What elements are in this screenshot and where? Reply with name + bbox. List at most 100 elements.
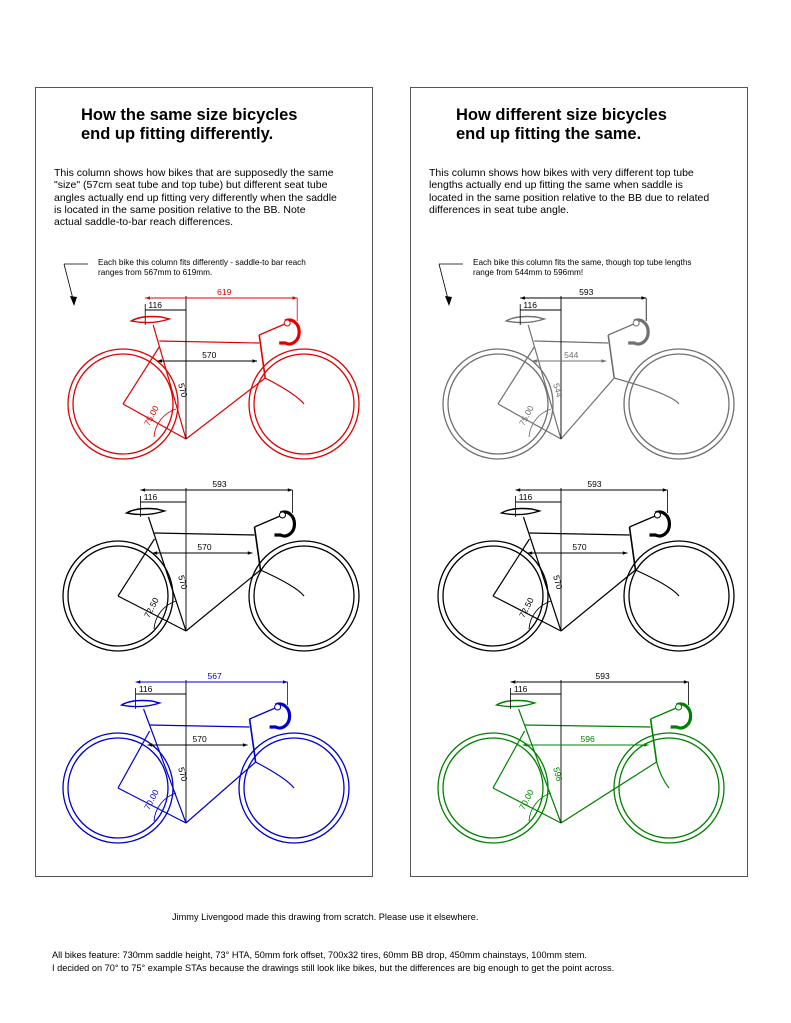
top-tube-dimension-line-arrowhead-1 bbox=[147, 743, 153, 747]
head-tube bbox=[258, 334, 266, 379]
seat-tube bbox=[522, 516, 562, 632]
top-tube-dimension-line-arrowhead-1 bbox=[157, 359, 162, 363]
top-tube-dimension-line-arrowhead-0 bbox=[247, 551, 253, 555]
front-wheel-inner-rim bbox=[253, 353, 355, 455]
chainstay bbox=[122, 403, 187, 440]
handlebar-drop bbox=[670, 702, 693, 730]
reach-dimension-line-arrowhead-0 bbox=[292, 296, 298, 300]
front-wheel-outer-rim bbox=[623, 540, 735, 652]
seat-angle-arc bbox=[528, 408, 552, 438]
rear-wheel-inner-rim bbox=[447, 353, 549, 455]
stem bbox=[650, 706, 679, 720]
saddle bbox=[124, 507, 167, 516]
top-tube bbox=[159, 340, 260, 344]
down-tube bbox=[185, 377, 266, 440]
left-note-arrow bbox=[63, 263, 88, 306]
seat-angle-arc bbox=[528, 792, 552, 822]
front-wheel-outer-rim bbox=[613, 732, 725, 844]
features-text: All bikes feature: 730mm saddle height, … bbox=[52, 950, 615, 973]
reach-label: 593 bbox=[596, 671, 610, 681]
rear-wheel-outer-rim bbox=[67, 348, 179, 460]
left-column-panel: How the same size bicycles end up fittin… bbox=[35, 87, 373, 877]
fork bbox=[260, 569, 305, 597]
right-column-panel: How different size bicycles end up fitti… bbox=[410, 87, 748, 877]
front-wheel-outer-rim bbox=[238, 732, 350, 844]
reach-label: 593 bbox=[587, 479, 601, 489]
top-tube-dimension-line-arrowhead-0 bbox=[622, 551, 628, 555]
reach-dimension-line-arrowhead-0 bbox=[641, 296, 647, 300]
seat-angle-arc bbox=[153, 792, 177, 822]
note-arrow-head bbox=[445, 296, 452, 306]
saddle bbox=[499, 507, 542, 516]
reach-dimension-line-arrowhead-1 bbox=[515, 488, 521, 492]
stem bbox=[629, 514, 658, 528]
top-tube-dimension-line-arrowhead-1 bbox=[532, 359, 537, 363]
chainstay bbox=[117, 787, 187, 824]
bar-clamp bbox=[278, 511, 286, 519]
seatstay bbox=[117, 730, 151, 789]
head-tube bbox=[248, 718, 257, 763]
front-wheel-inner-rim bbox=[253, 545, 355, 647]
reach-label: 593 bbox=[579, 287, 593, 297]
chainstay bbox=[492, 595, 562, 632]
handlebar-drop bbox=[274, 510, 296, 538]
seat-tube-label: 544 bbox=[551, 382, 564, 399]
setback-label: 116 bbox=[148, 300, 162, 310]
seatstay bbox=[122, 346, 160, 405]
bar-clamp bbox=[283, 319, 291, 327]
front-wheel-outer-rim bbox=[623, 348, 735, 460]
bar-clamp bbox=[675, 703, 683, 711]
saddle bbox=[129, 315, 172, 324]
handlebar-drop bbox=[279, 318, 301, 346]
setback-label: 116 bbox=[144, 492, 158, 502]
top-tube-dimension-line-arrowhead-0 bbox=[643, 743, 649, 747]
rear-wheel-inner-rim bbox=[442, 545, 544, 647]
head-tube bbox=[649, 718, 658, 763]
top-tube bbox=[534, 340, 609, 344]
chainstay bbox=[497, 403, 562, 440]
fork bbox=[635, 569, 680, 597]
top-tube-label: 570 bbox=[202, 350, 216, 360]
left-column-description: This column shows how bikes that are sup… bbox=[54, 167, 337, 229]
top-tube-label: 570 bbox=[193, 734, 207, 744]
setback-label: 116 bbox=[519, 492, 533, 502]
right-column-title: How different size bicycles end up fitti… bbox=[456, 106, 667, 143]
stem bbox=[607, 322, 637, 336]
seat-tube-label: 570 bbox=[176, 382, 189, 399]
handlebar-drop bbox=[649, 510, 671, 538]
front-wheel-inner-rim bbox=[618, 737, 720, 839]
chainstay bbox=[492, 787, 562, 824]
head-tube bbox=[253, 526, 262, 571]
bar-clamp bbox=[632, 319, 640, 327]
fork bbox=[264, 377, 305, 405]
top-tube bbox=[529, 532, 630, 536]
credit-text: Jimmy Livengood made this drawing from s… bbox=[172, 912, 479, 922]
right-column-note: Each bike this column fits the same, tho… bbox=[473, 258, 692, 277]
note-arrow-head bbox=[70, 296, 77, 306]
down-tube bbox=[560, 761, 657, 824]
fork bbox=[656, 761, 670, 789]
bar-clamp bbox=[653, 511, 661, 519]
rear-wheel-inner-rim bbox=[67, 545, 169, 647]
right-note-arrow bbox=[438, 263, 463, 306]
seat-tube-label: 570 bbox=[176, 574, 189, 591]
seatstay bbox=[492, 730, 526, 789]
seat-tube-label: 570 bbox=[176, 766, 189, 783]
fork bbox=[614, 377, 680, 405]
rear-wheel-inner-rim bbox=[442, 737, 544, 839]
down-tube bbox=[560, 377, 615, 440]
handlebar-drop bbox=[628, 318, 650, 346]
top-tube-label: 596 bbox=[581, 734, 595, 744]
setback-label: 116 bbox=[139, 684, 153, 694]
reach-dimension-line-arrowhead-0 bbox=[662, 488, 668, 492]
stem bbox=[258, 322, 288, 336]
left-column-note: Each bike this column fits differently -… bbox=[98, 258, 306, 277]
top-tube bbox=[154, 532, 255, 536]
front-wheel-inner-rim bbox=[243, 737, 345, 839]
top-tube-dimension-line-arrowhead-1 bbox=[152, 551, 158, 555]
top-tube-label: 570 bbox=[197, 542, 211, 552]
down-tube bbox=[185, 761, 256, 824]
